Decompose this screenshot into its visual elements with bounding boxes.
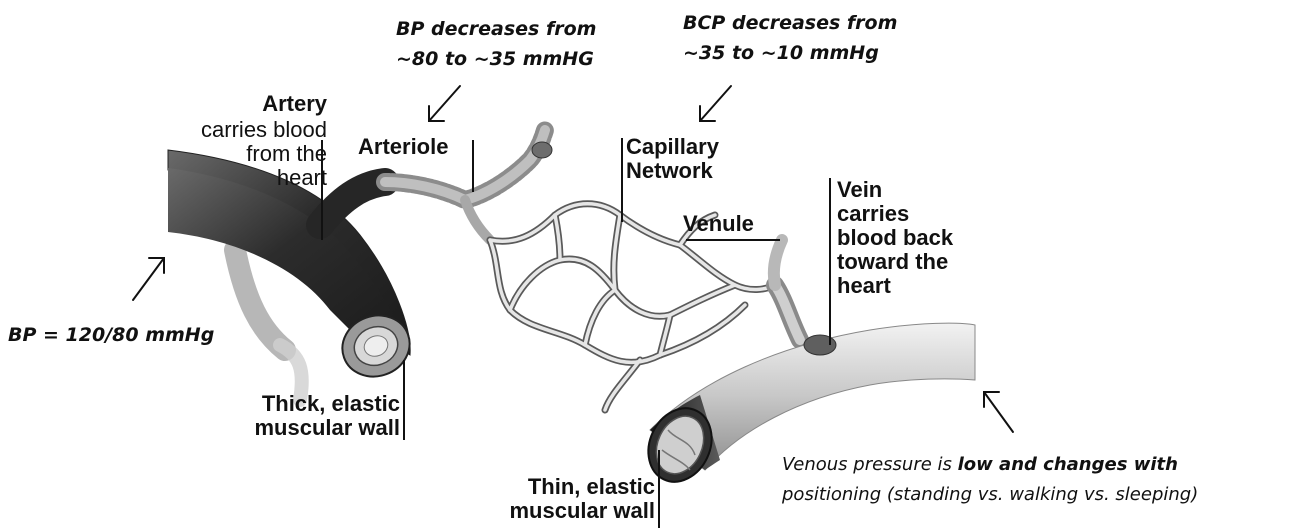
bcp-capillary-annotation: BCP decreases from ~35 to ~10 mmHg — [683, 8, 897, 68]
vein-junction — [804, 335, 836, 355]
arteriole-label: Arteriole — [358, 135, 448, 159]
venous-line-1: Venous pressure is low and changes with — [782, 450, 1198, 480]
bp-arteriole-annotation: BP decreases from ~80 to ~35 mmHG — [396, 14, 596, 74]
thin-wall-label: Thin, elastic muscular wall — [470, 475, 655, 523]
capillary-network-label: Capillary Network — [626, 135, 719, 183]
venule-label: Venule — [683, 212, 754, 236]
artery-branch — [320, 182, 385, 225]
vein-label: Vein carries blood back toward the heart — [837, 178, 953, 298]
venous-line-2: positioning (standing vs. walking vs. sl… — [782, 480, 1198, 510]
venous-pressure-annotation: Venous pressure is low and changes with … — [782, 450, 1198, 510]
artery-description: carries blood from the heart — [150, 118, 327, 190]
arteriole-end — [532, 142, 552, 158]
artery-label: Artery — [225, 92, 327, 116]
arteriole-down — [465, 200, 490, 240]
artery-title: Artery — [225, 92, 327, 116]
bp-artery-annotation: BP = 120/80 mmHg — [8, 320, 214, 350]
thick-wall-label: Thick, elastic muscular wall — [215, 392, 400, 440]
